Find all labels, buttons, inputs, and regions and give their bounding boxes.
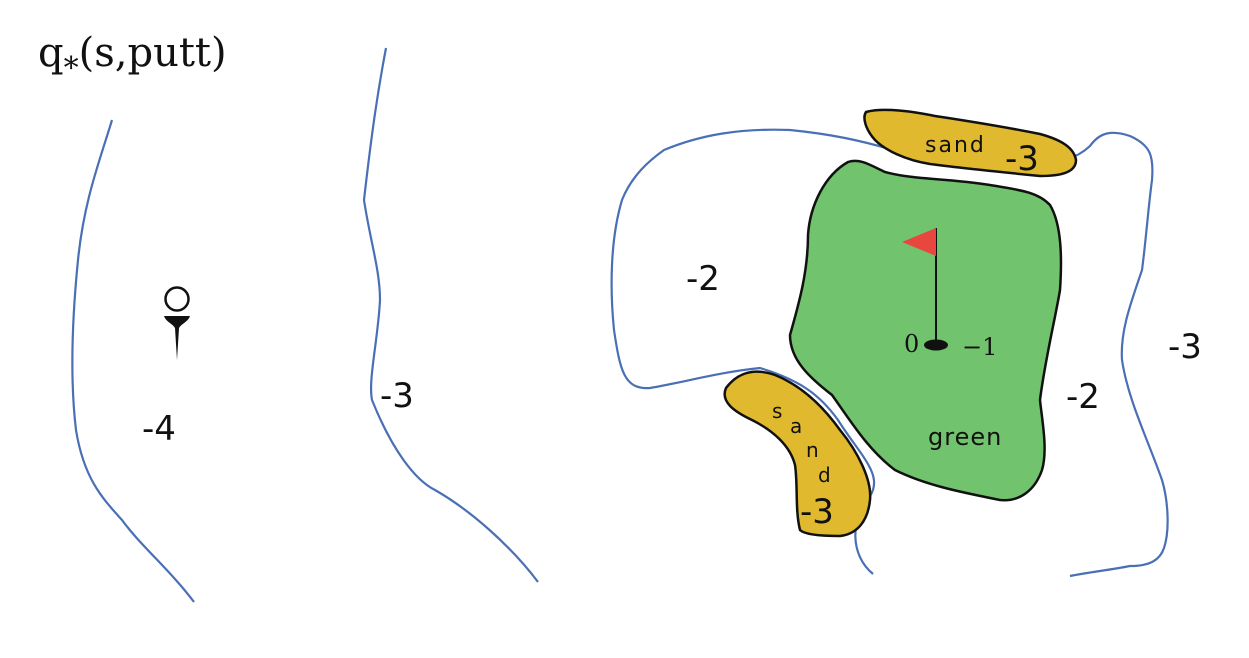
contour-line-middle (362, 47, 539, 583)
sand-trap-bottom (723, 370, 872, 538)
sand-bottom-letter-n: n (806, 438, 819, 462)
sand-top-value-label: -3 (1005, 139, 1039, 179)
hole-ring-value-label: −1 (962, 333, 997, 361)
title-base: q (38, 30, 64, 76)
sand-bottom-letter-d: d (818, 463, 831, 487)
contour-value-inner-right-label: -2 (1066, 377, 1100, 417)
hole-icon (924, 339, 948, 351)
sand-top-label: sand (925, 133, 986, 158)
sand-bottom-letter-s: s (772, 399, 782, 423)
green-label: green (928, 423, 1002, 451)
diagram-title: q*(s,putt) (38, 30, 227, 86)
flag-pin-icon (902, 228, 937, 344)
title-args: (s,putt) (79, 30, 227, 76)
green-area (788, 159, 1063, 502)
golf-tee-with-ball-icon (164, 286, 190, 360)
contour-value-outer-left-label: -2 (686, 259, 720, 299)
sand-trap-top (863, 108, 1078, 178)
hole-value-label: 0 (904, 330, 919, 358)
contour-value-left-label: -3 (380, 376, 414, 416)
contour-value-outer-right-label: -3 (1168, 327, 1202, 367)
title-subscript: * (64, 51, 79, 86)
sand-bottom-value-label: -3 (800, 492, 834, 532)
sand-bottom-letter-a: a (790, 414, 802, 438)
svg-text:q*(s,putt): q*(s,putt) (38, 30, 227, 86)
contour-line-left (71, 119, 195, 603)
tee-value-label: -4 (142, 409, 176, 449)
